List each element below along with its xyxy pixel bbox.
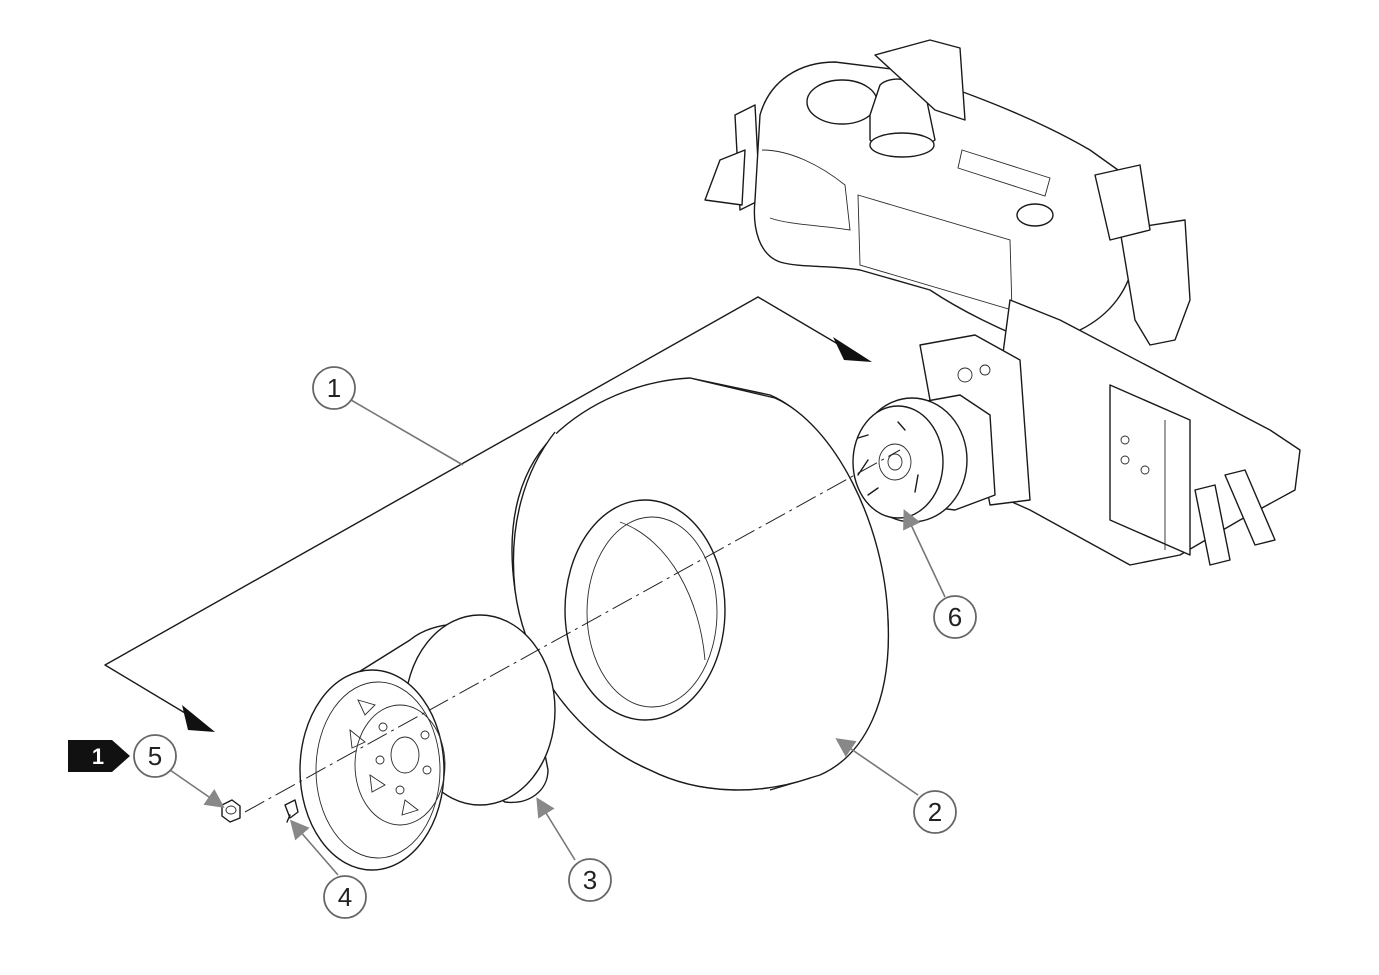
callout-6: 6 [933, 595, 977, 639]
callout-1-label: 1 [327, 373, 341, 403]
callout-6-label: 6 [948, 602, 962, 632]
callout-2-label: 2 [928, 797, 942, 827]
callout-4-label: 4 [338, 882, 352, 912]
tire [511, 377, 890, 791]
assembly-direction-arrows [104, 296, 872, 732]
note-tag-label: 1 [92, 744, 104, 769]
callout-3: 3 [568, 858, 612, 902]
wheel-rim [299, 614, 556, 871]
assembly-axis [244, 449, 901, 813]
note-tag: 1 [68, 740, 130, 772]
wheel-hub-motor [852, 394, 996, 523]
callout-3-label: 3 [583, 865, 597, 895]
callout-5-label: 5 [148, 741, 162, 771]
callout-2: 2 [913, 790, 957, 834]
callout-4: 4 [323, 875, 367, 919]
callout-1: 1 [312, 366, 356, 410]
lug-nut [221, 799, 241, 823]
valve-stem [284, 799, 299, 823]
callout-5: 5 [133, 734, 177, 778]
leader-lines [169, 399, 946, 876]
fuel-tank-frame [704, 39, 1301, 566]
